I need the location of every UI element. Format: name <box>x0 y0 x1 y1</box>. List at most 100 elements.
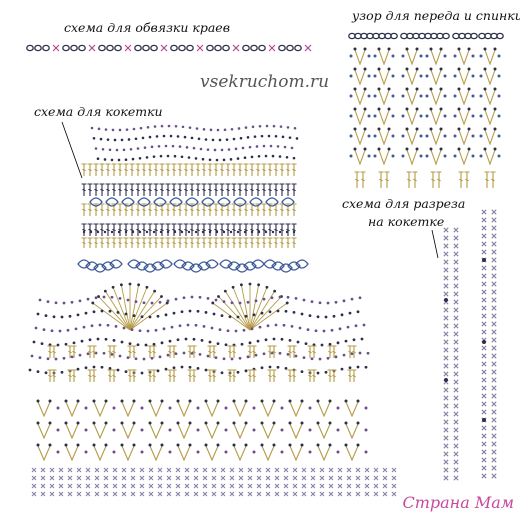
double-crochet-icon <box>135 203 141 216</box>
picot-dot-icon <box>387 47 391 51</box>
single-crochet-icon <box>491 225 497 231</box>
picot-dot-icon <box>262 297 266 301</box>
double-crochet-icon <box>213 163 219 176</box>
double-crochet-icon <box>231 345 237 358</box>
double-crochet-icon <box>261 237 267 248</box>
fan-stitch-icon <box>120 284 131 331</box>
double-crochet-icon <box>201 163 207 176</box>
shell-leaf-icon <box>243 261 257 271</box>
fan-stitch-icon <box>129 287 148 331</box>
double-crochet-icon <box>219 183 225 196</box>
picot-dot-icon <box>198 352 202 356</box>
single-crochet-icon <box>453 339 459 345</box>
double-crochet-icon <box>91 345 97 358</box>
double-crochet-icon <box>231 183 237 196</box>
picot-dot-icon <box>467 67 471 71</box>
picot-dot-icon <box>28 368 32 372</box>
picot-dot-icon <box>483 147 487 151</box>
double-crochet-icon <box>279 203 285 216</box>
picot-dot-icon <box>308 406 312 410</box>
v-stitch-icon <box>345 445 359 462</box>
single-crochet-icon <box>49 483 55 489</box>
picot-dot-icon <box>308 314 312 318</box>
picot-dot-icon <box>173 230 177 234</box>
picot-dot-icon <box>415 147 419 151</box>
picot-dot-icon <box>269 144 273 148</box>
picot-dot-icon <box>334 300 338 304</box>
single-crochet-icon <box>166 491 172 497</box>
double-crochet-icon <box>99 203 105 216</box>
single-crochet-icon <box>130 475 136 481</box>
picot-dot-icon <box>129 147 133 151</box>
double-crochet-icon <box>105 237 111 248</box>
picot-dot-icon <box>363 67 367 71</box>
picot-dot-icon <box>272 443 276 447</box>
single-crochet-icon <box>382 467 388 473</box>
picot-dot-icon <box>246 355 250 359</box>
double-crochet-icon <box>490 171 496 188</box>
picot-dot-icon <box>391 114 395 118</box>
picot-dot-icon <box>42 328 46 332</box>
shell-leaf-icon <box>219 259 233 269</box>
picot-dot-icon <box>373 114 377 118</box>
picot-dot-icon <box>104 399 108 403</box>
double-crochet-icon <box>267 369 273 382</box>
v-stitch-icon <box>261 423 275 440</box>
single-crochet-icon <box>443 427 449 433</box>
single-crochet-icon <box>247 483 253 489</box>
shell-leaf-icon <box>173 259 187 269</box>
v-stitch-icon <box>378 149 390 166</box>
single-crochet-icon <box>256 475 262 481</box>
single-crochet-icon <box>310 467 316 473</box>
double-crochet-icon <box>291 163 297 176</box>
picot-dot-icon <box>216 128 220 132</box>
picot-dot-icon <box>110 158 114 162</box>
double-crochet-icon <box>117 237 123 248</box>
picot-dot-icon <box>92 443 96 447</box>
fan-stitch-icon <box>129 302 168 331</box>
fan-stitch-icon <box>249 284 260 331</box>
picot-dot-icon <box>356 421 360 425</box>
shell-leaf-icon <box>85 261 99 271</box>
v-stitch-icon <box>177 423 191 440</box>
picot-dot-icon <box>234 147 238 151</box>
single-crochet-icon <box>491 233 497 239</box>
shell-leaf-icon <box>153 197 167 207</box>
double-crochet-icon <box>183 223 189 236</box>
picot-dot-icon <box>358 351 362 355</box>
front-back-pattern-chart <box>348 32 504 188</box>
single-crochet-icon <box>453 331 459 337</box>
picot-dot-icon <box>101 147 105 151</box>
picot-dot-icon <box>479 94 483 98</box>
v-stitch-icon <box>149 423 163 440</box>
picot-dot-icon <box>174 297 178 301</box>
picot-dot-icon <box>224 406 228 410</box>
single-crochet-icon <box>443 371 449 377</box>
picot-dot-icon <box>280 450 284 454</box>
picot-dot-icon <box>467 147 471 151</box>
picot-dot-icon <box>387 127 391 131</box>
picot-dot-icon <box>209 128 213 132</box>
double-crochet-icon <box>291 223 297 236</box>
double-crochet-icon <box>307 345 313 358</box>
picot-dot-icon <box>352 338 356 342</box>
single-crochet-icon <box>453 395 459 401</box>
picot-dot-icon <box>176 443 180 447</box>
picot-dot-icon <box>186 323 190 327</box>
double-crochet-icon <box>227 345 233 358</box>
double-crochet-icon <box>87 345 93 358</box>
picot-dot-icon <box>419 94 423 98</box>
single-crochet-icon <box>121 483 127 489</box>
picot-dot-icon <box>268 310 272 314</box>
v-stitch-icon <box>458 149 470 166</box>
single-crochet-icon <box>229 491 235 497</box>
double-crochet-icon <box>271 369 277 382</box>
picot-dot-icon <box>444 378 448 382</box>
double-crochet-icon <box>183 163 189 176</box>
picot-dot-icon <box>274 323 278 327</box>
picot-dot-icon <box>32 340 36 344</box>
picot-dot-icon <box>240 342 244 346</box>
picot-dot-icon <box>162 327 166 331</box>
picot-dot-icon <box>356 443 360 447</box>
picot-dot-icon <box>44 314 48 318</box>
